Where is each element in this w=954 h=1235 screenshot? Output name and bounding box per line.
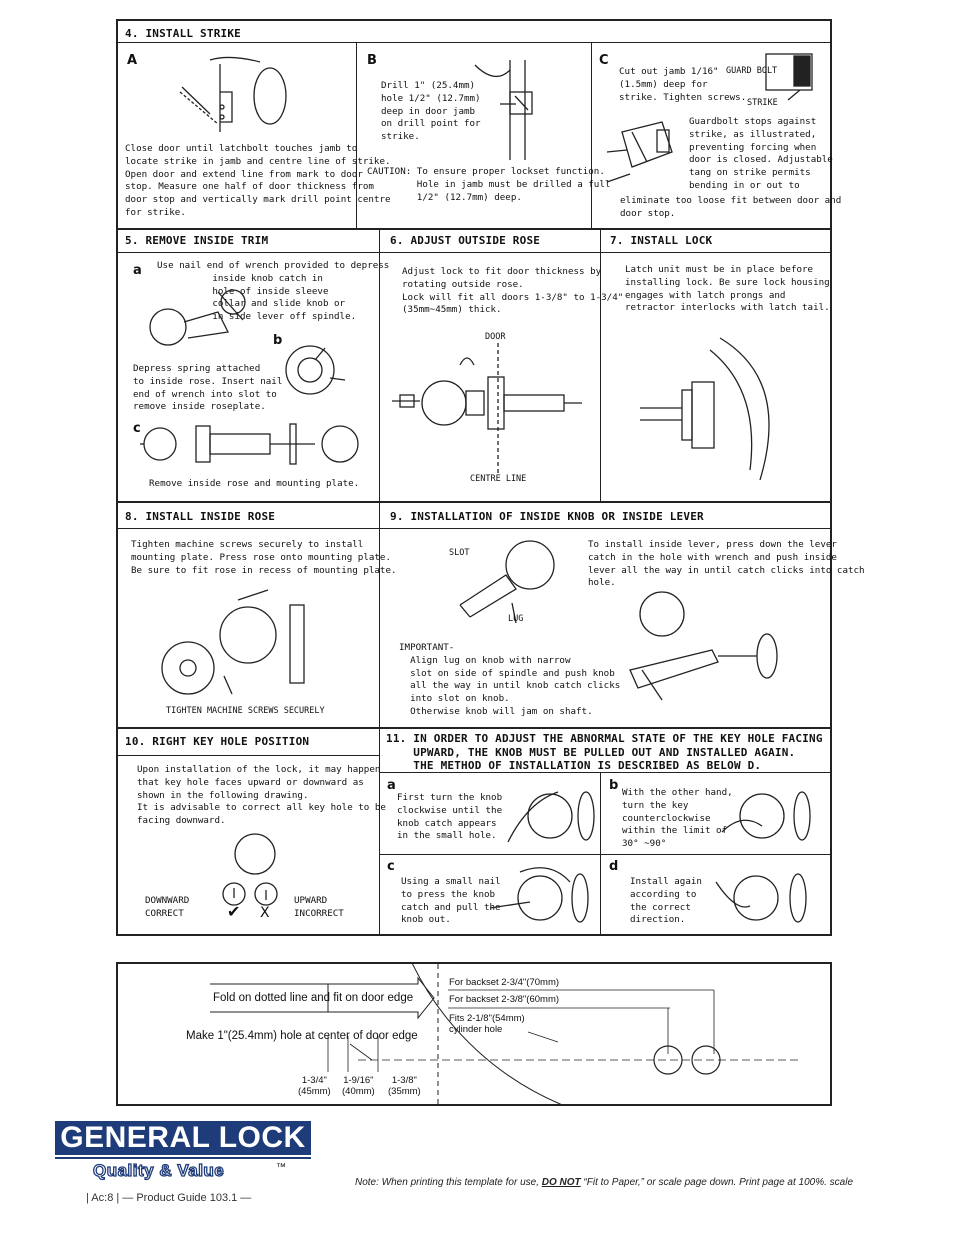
section-7-title: 7. INSTALL LOCK: [610, 234, 713, 247]
outside-rose-illustration: [392, 343, 582, 473]
divider: [379, 854, 832, 855]
section-10-text: Upon installation of the lock, it may ha…: [137, 764, 386, 827]
measure-40mm: 1-9/16" (40mm): [342, 1075, 375, 1097]
divider: [116, 252, 832, 253]
measure-35mm: 1-3/8" (35mm): [388, 1075, 421, 1097]
upward-incorrect-label: UPWARD INCORRECT: [294, 895, 344, 919]
inside-rose-install-illustration: [161, 589, 305, 695]
step-b-text: Drill 1" (25.4mm) hole 1/2" (12.7mm) dee…: [381, 80, 481, 143]
section-11-title: 11. IN ORDER TO ADJUST THE ABNORMAL STAT…: [386, 732, 823, 772]
turn-key-illustration: [721, 791, 811, 841]
cylinder-hole-label: Fits 2-1/8"(54mm) cylinder hole: [449, 1013, 525, 1035]
downward-correct-label: DOWNWARD CORRECT: [145, 895, 190, 919]
step-c-text-3: eliminate too loose fit between door and…: [620, 195, 842, 219]
step-11a-text: First turn the knob clockwise until the …: [397, 792, 503, 842]
section-4-title: 4. INSTALL STRIKE: [125, 27, 241, 40]
lever-install-illustration: [629, 591, 778, 701]
centre-line-label: CENTRE LINE: [470, 474, 527, 484]
step-11d-text: Install again according to the correct d…: [630, 876, 702, 926]
strike-door-illustration: [179, 56, 287, 132]
section-10-title: 10. RIGHT KEY HOLE POSITION: [125, 735, 310, 748]
brand-tagline: Quality & Value: [92, 1160, 225, 1180]
step-c-label: C: [599, 53, 609, 68]
section-8-title: 8. INSTALL INSIDE ROSE: [125, 510, 276, 523]
divider: [116, 528, 832, 529]
trademark-symbol: ™: [276, 1162, 286, 1173]
divider: [116, 727, 832, 729]
fold-instruction: Fold on dotted line and fit on door edge: [213, 992, 414, 1004]
print-note-pre: Note: When printing this template for us…: [355, 1177, 542, 1188]
check-mark-icon: ✔: [227, 904, 241, 921]
section-6-text: Adjust lock to fit door thickness by rot…: [402, 266, 624, 316]
step-5c-label: c: [133, 421, 141, 436]
brand-logo: GENERAL LOCK: [55, 1121, 311, 1155]
divider: [116, 42, 832, 43]
section-9-important: IMPORTANT- Align lug on knob with narrow…: [399, 642, 621, 717]
knob-slot-illustration: [459, 540, 555, 624]
door-label: DOOR: [485, 332, 506, 342]
x-mark-icon: X: [260, 905, 270, 921]
step-11c-text: Using a small nail to press the knob cat…: [401, 876, 501, 926]
step-11b-text: With the other hand, turn the key counte…: [622, 787, 733, 850]
print-note-emphasis: DO NOT: [541, 1177, 581, 1188]
drilling-template: Fold on dotted line and fit on door edge…: [116, 962, 832, 1106]
logo-rule: [55, 1157, 311, 1159]
backset-60-label: For backset 2-3/8"(60mm): [449, 994, 560, 1005]
step-c-text-2: Guardbolt stops against strike, as illus…: [689, 116, 833, 191]
exploded-lock-illustration: [140, 423, 359, 465]
strike-label: STRIKE: [747, 98, 778, 108]
divider: [379, 229, 380, 935]
product-guide-label: | Ac:8 | — Product Guide 103.1 —: [86, 1192, 252, 1204]
inside-rose-illustration: [285, 345, 346, 395]
step-11c-label: c: [387, 859, 395, 874]
step-a-text: Close door until latchbolt touches jamb …: [125, 143, 391, 218]
section-7-text: Latch unit must be in place before insta…: [625, 264, 830, 314]
print-note: Note: When printing this template for us…: [355, 1177, 853, 1188]
reinstall-knob-illustration: [715, 873, 807, 923]
step-5b-label: b: [273, 333, 283, 348]
step-11d-label: d: [609, 859, 619, 874]
divider: [116, 501, 832, 503]
section-8-text: Tighten machine screws securely to insta…: [131, 539, 397, 576]
section-8-caption: TIGHTEN MACHINE SCREWS SECURELY: [166, 706, 325, 716]
strike-plate-illustration: [606, 121, 673, 183]
section-6-title: 6. ADJUST OUTSIDE ROSE: [390, 234, 541, 247]
divider: [379, 772, 832, 773]
divider: [356, 42, 357, 229]
section-9-title: 9. INSTALLATION OF INSIDE KNOB OR INSIDE…: [390, 510, 704, 523]
step-b-caution: CAUTION: To ensure proper lockset functi…: [367, 166, 611, 203]
step-b-label: B: [367, 53, 377, 68]
backset-70-label: For backset 2-3/4"(70mm): [449, 977, 560, 988]
divider: [600, 772, 601, 935]
step-a-label: A: [127, 53, 138, 68]
remove-knob-illustration: [149, 289, 246, 346]
pull-knob-illustration: [489, 867, 589, 923]
instruction-sheet: [116, 19, 832, 936]
section-5-title: 5. REMOVE INSIDE TRIM: [125, 234, 269, 247]
divider: [116, 755, 379, 756]
install-lock-illustration: [640, 337, 770, 481]
divider: [600, 229, 601, 502]
guard-bolt-label: GUARD BOLT: [726, 66, 778, 76]
divider: [116, 228, 832, 230]
step-5c-caption: Remove inside rose and mounting plate.: [149, 478, 360, 489]
drill-jamb-illustration: [474, 60, 533, 160]
step-11b-label: b: [609, 778, 619, 793]
step-c-text: Cut out jamb 1/16" (1.5mm) deep for stri…: [619, 66, 747, 103]
slot-label: SLOT: [449, 548, 470, 558]
divider: [591, 42, 592, 229]
measure-45mm: 1-3/4" (45mm): [298, 1075, 331, 1097]
print-note-post: “Fit to Paper,” or scale page down. Prin…: [580, 1177, 854, 1188]
section-9-lever-text: To install inside lever, press down the …: [588, 539, 865, 589]
step-5b-text: Depress spring attached to inside rose. …: [133, 363, 283, 413]
keyhole-knob-illustration: [222, 833, 278, 906]
hole-instruction: Make 1"(25.4mm) hole at center of door e…: [186, 1030, 418, 1042]
guard-bolt-illustration: [765, 53, 813, 101]
turn-knob-illustration: [507, 791, 595, 843]
step-11a-label: a: [387, 778, 396, 793]
lug-label: LUG: [508, 614, 524, 624]
step-5a-label: a: [133, 263, 142, 278]
